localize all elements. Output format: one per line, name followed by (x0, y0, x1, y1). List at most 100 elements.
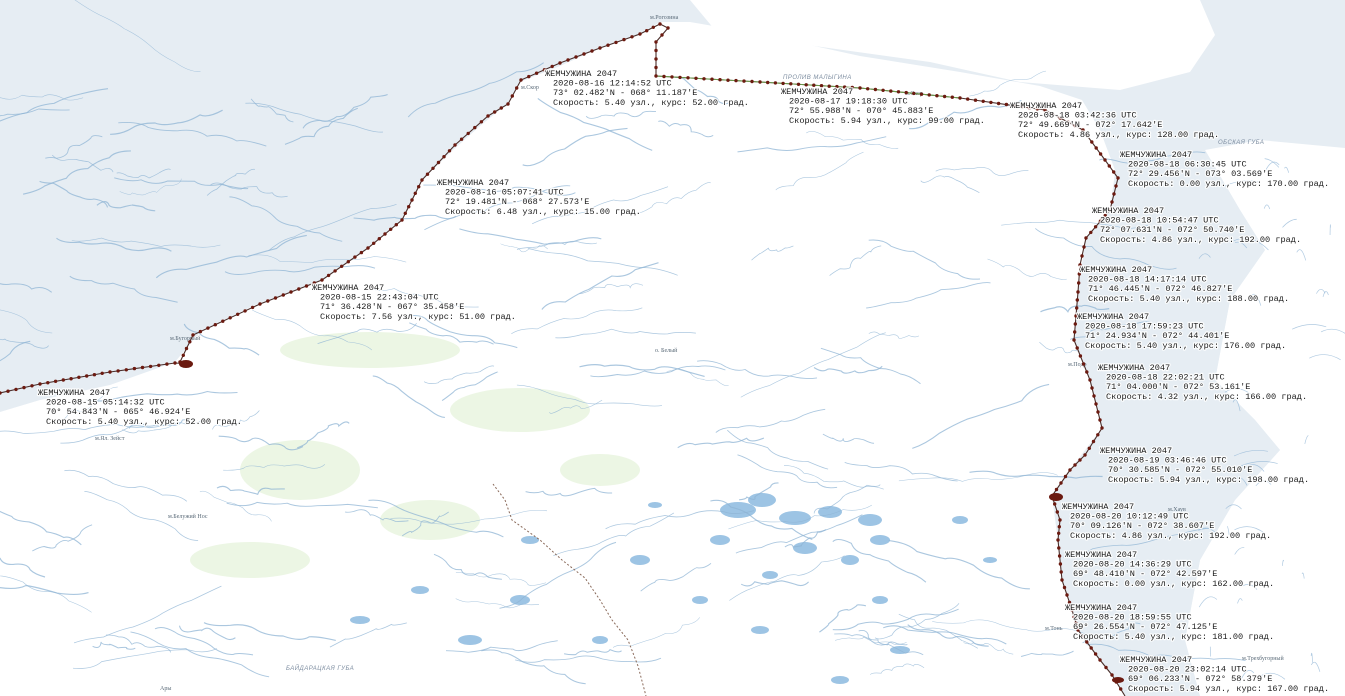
track-point[interactable] (53, 379, 58, 383)
track-point[interactable] (297, 287, 301, 291)
track-point[interactable] (250, 305, 255, 310)
track-point[interactable] (191, 333, 195, 337)
track-point[interactable] (686, 76, 690, 80)
track-point[interactable] (510, 94, 514, 98)
track-point[interactable] (702, 77, 706, 81)
track-point[interactable] (1108, 208, 1112, 212)
track-point[interactable] (1080, 254, 1084, 258)
track-point[interactable] (1059, 481, 1063, 485)
track-point[interactable] (558, 61, 562, 65)
track-point[interactable] (499, 106, 503, 110)
track-point[interactable] (1072, 615, 1076, 619)
track-point[interactable] (666, 26, 670, 30)
track-point[interactable] (651, 25, 655, 29)
track-point[interactable] (1066, 120, 1070, 124)
track-point[interactable] (1089, 230, 1093, 235)
track-point[interactable] (590, 49, 594, 53)
track-point[interactable] (394, 223, 398, 227)
track-point[interactable] (850, 85, 854, 90)
track-point[interactable] (827, 84, 831, 88)
track-point[interactable] (1070, 608, 1074, 612)
track-point[interactable] (157, 363, 161, 367)
track-point[interactable] (14, 387, 18, 392)
track-point[interactable] (1057, 525, 1062, 529)
track-point[interactable] (598, 46, 602, 50)
track-point[interactable] (694, 76, 698, 81)
track-point[interactable] (281, 293, 285, 297)
track-point[interactable] (410, 198, 414, 202)
track-point[interactable] (773, 81, 778, 85)
track-point[interactable] (140, 365, 145, 370)
track-point[interactable] (1076, 628, 1080, 632)
track-point[interactable] (1088, 378, 1092, 382)
track-point[interactable] (742, 79, 746, 83)
track-point[interactable] (1116, 176, 1120, 180)
track-point[interactable] (188, 340, 192, 344)
track-point[interactable] (221, 319, 225, 323)
track-point[interactable] (606, 43, 610, 47)
track-point[interactable] (1110, 200, 1114, 204)
track-point[interactable] (654, 74, 658, 78)
track-point[interactable] (654, 40, 658, 44)
track-point[interactable] (1098, 219, 1103, 223)
track-point[interactable] (236, 312, 240, 316)
track-point[interactable] (436, 160, 441, 165)
track-point[interactable] (181, 353, 185, 357)
track-point[interactable] (413, 191, 417, 195)
track-point[interactable] (1104, 665, 1108, 670)
track-point[interactable] (1072, 338, 1076, 342)
track-point[interactable] (116, 369, 120, 373)
track-point[interactable] (1004, 102, 1009, 107)
track-point[interactable] (1089, 646, 1093, 650)
track-point[interactable] (662, 74, 666, 79)
track-point[interactable] (889, 89, 893, 93)
track-point[interactable] (1012, 103, 1016, 108)
track-point[interactable] (1078, 354, 1083, 358)
track-point[interactable] (1119, 687, 1123, 691)
track-point[interactable] (654, 65, 658, 70)
track-point[interactable] (400, 218, 404, 222)
track-point[interactable] (486, 114, 490, 118)
track-point[interactable] (660, 33, 664, 37)
track-point[interactable] (1083, 453, 1087, 457)
track-point[interactable] (1067, 600, 1072, 605)
track-point[interactable] (574, 55, 578, 59)
track-point[interactable] (366, 246, 370, 250)
track-point[interactable] (1050, 112, 1055, 116)
track-point[interactable] (1058, 116, 1062, 120)
track-point[interactable] (796, 82, 801, 87)
track-point[interactable] (1114, 184, 1118, 188)
track-point[interactable] (184, 346, 189, 351)
track-point[interactable] (550, 64, 554, 69)
track-point[interactable] (896, 90, 901, 94)
track-point[interactable] (1055, 510, 1060, 514)
track-point[interactable] (1073, 463, 1077, 467)
track-point[interactable] (333, 269, 337, 273)
track-point[interactable] (506, 102, 510, 106)
track-point[interactable] (473, 125, 477, 130)
track-point[interactable] (1059, 570, 1063, 574)
track-point[interactable] (835, 84, 839, 89)
track-point[interactable] (1078, 458, 1082, 462)
track-point[interactable] (1020, 105, 1024, 109)
track-point[interactable] (425, 172, 430, 176)
track-point[interactable] (1082, 245, 1086, 249)
vessel-track-points[interactable] (0, 22, 1124, 691)
track-point[interactable] (654, 57, 658, 61)
track-point[interactable] (726, 78, 730, 82)
track-point[interactable] (77, 375, 81, 379)
track-point[interactable] (1112, 170, 1116, 174)
track-point[interactable] (312, 281, 316, 285)
track-point[interactable] (566, 58, 570, 62)
track-point[interactable] (389, 227, 393, 231)
track-point[interactable] (359, 250, 364, 255)
track-point[interactable] (710, 77, 714, 81)
track-point[interactable] (148, 364, 153, 369)
track-point[interactable] (92, 373, 97, 377)
track-point[interactable] (881, 88, 885, 93)
track-point[interactable] (1073, 124, 1078, 128)
track-point[interactable] (1096, 410, 1100, 414)
track-point[interactable] (958, 96, 962, 100)
track-point[interactable] (750, 79, 754, 84)
track-point[interactable] (981, 99, 985, 104)
